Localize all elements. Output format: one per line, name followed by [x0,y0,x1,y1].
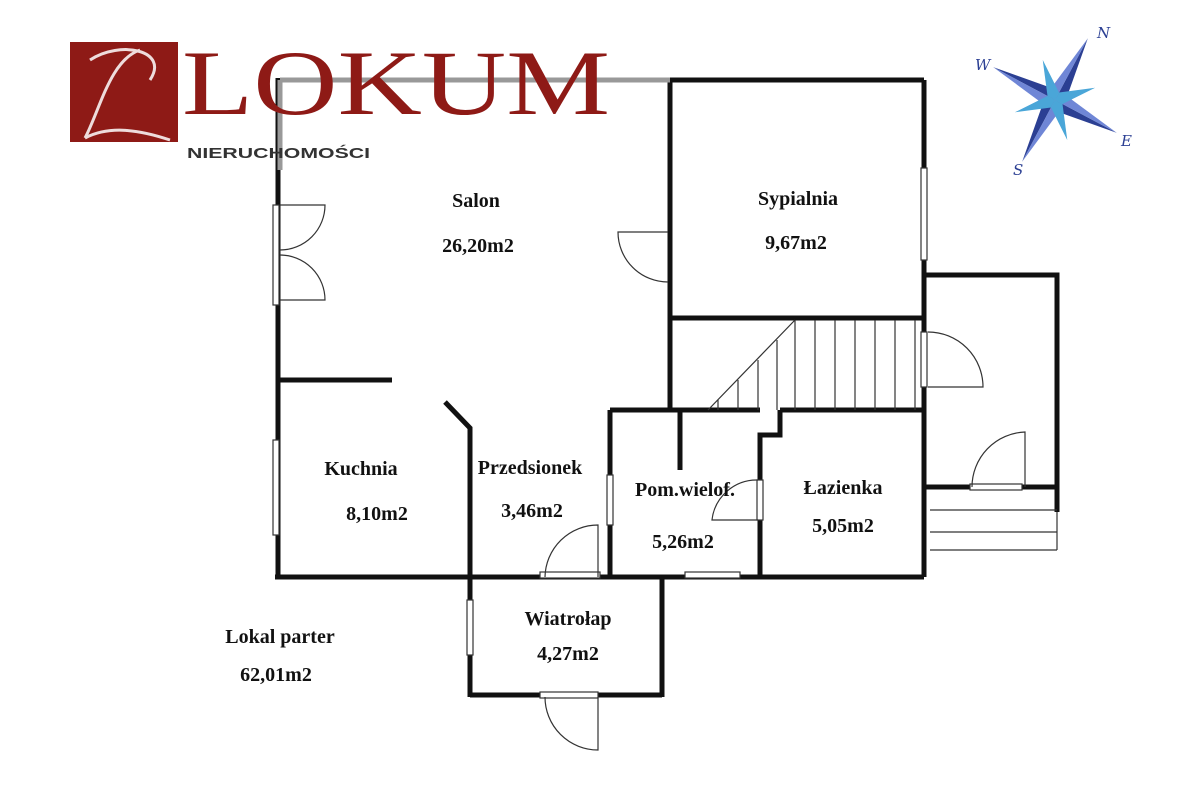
compass-label-e: E [1120,132,1132,150]
logo: LOKUM NIERUCHOMOŚCI [70,32,610,162]
logo-subtitle: NIERUCHOMOŚCI [187,144,370,162]
room-area: 9,67m2 [765,232,827,254]
stairs [707,319,1058,551]
compass-label-n: N [1096,24,1111,42]
room-labels: Salon 26,20m2 Sypialnia 9,67m2 Kuchnia 8… [225,188,882,686]
room-area: 5,26m2 [652,531,714,553]
room-name: Przedsionek [478,457,583,479]
total-area: 62,01m2 [240,664,312,686]
windows-and-doors [272,167,1026,751]
compass-icon: N E S W [975,24,1132,179]
room-area: 4,27m2 [537,643,599,665]
room-area: 3,46m2 [501,500,563,522]
total-label: Lokal parter [225,626,335,648]
room-name: Sypialnia [758,188,838,210]
room-area: 26,20m2 [442,235,514,257]
compass-label-w: W [975,56,992,74]
room-name: Kuchnia [324,458,397,480]
room-area: 8,10m2 [346,503,408,525]
logo-brand: LOKUM [182,32,610,134]
room-name: Wiatrołap [524,608,611,630]
compass-label-s: S [1013,161,1023,179]
room-name: Pom.wielof. [635,479,735,501]
room-name: Salon [452,190,500,212]
room-area: 5,05m2 [812,515,874,537]
room-name: Łazienka [804,477,883,499]
